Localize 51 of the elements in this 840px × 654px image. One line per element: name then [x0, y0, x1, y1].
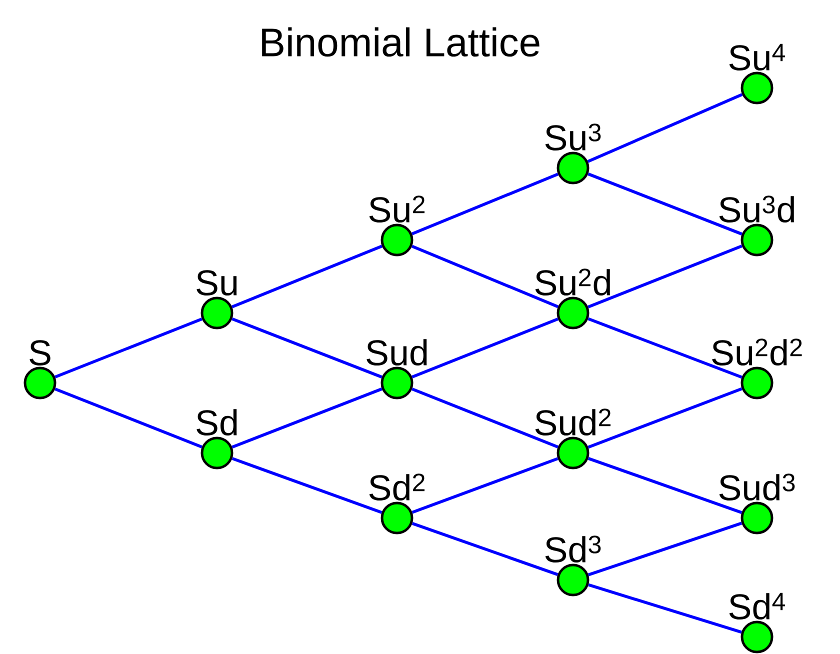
- lattice-line: [588, 457, 742, 514]
- lattice-line: [588, 172, 742, 236]
- lattice-line: [587, 93, 743, 163]
- lattice-line: [588, 583, 742, 634]
- lattice-line: [412, 522, 558, 576]
- node-label: Su$^{3}$d: [719, 196, 794, 223]
- node-label: S: [30, 340, 50, 366]
- lattice-line: [588, 244, 742, 308]
- lattice-line: [54, 388, 202, 448]
- lattice-node: S: [24, 340, 56, 400]
- node-label: Sud: [366, 339, 427, 366]
- lattice-line: [412, 318, 558, 378]
- node-label: Sd$^{3}$: [545, 536, 601, 563]
- lattice-line: [412, 388, 558, 448]
- lattice-node: Sud$^{2}$: [535, 408, 611, 470]
- title: Binomial Lattice: [262, 27, 540, 57]
- lattice-node: Su$^{3}$d: [719, 196, 794, 256]
- lattice-line: [232, 317, 382, 378]
- lattice-node: Su$^{2}$d$^{2}$: [712, 338, 802, 400]
- lattice-node: Sd$^{4}$: [729, 592, 786, 654]
- lattice-line: [232, 457, 382, 514]
- lattice-line: [411, 244, 559, 308]
- lattice-line: [588, 387, 742, 449]
- lattice-node: Sd$^{2}$: [369, 474, 425, 534]
- lattice-node: Sd$^{3}$: [545, 536, 601, 596]
- node-label: Sud$^{2}$: [535, 408, 611, 436]
- lattice-node: Sd: [196, 409, 237, 470]
- lattice-line: [588, 522, 742, 576]
- lattice-node: Su: [196, 270, 237, 330]
- node-label: Su: [196, 270, 237, 296]
- lattice-line: [588, 317, 742, 379]
- lattice-node: Su$^{3}$: [545, 124, 601, 184]
- lattice-line: [54, 318, 202, 378]
- node-label: Su$^{2}$: [369, 196, 425, 223]
- lattice-node: Sud: [366, 339, 427, 400]
- lattice-node: Su$^{4}$: [729, 44, 786, 104]
- lattice-line: [412, 457, 558, 514]
- node-label: Su$^{3}$: [545, 124, 601, 151]
- node-label: Su$^{2}$d$^{2}$: [712, 338, 802, 366]
- node-label: Su$^{2}$d: [535, 268, 610, 296]
- lattice-node: Su$^{2}$d: [535, 268, 610, 330]
- lattice-node: Su$^{2}$: [369, 196, 425, 256]
- lattice-node: Sud$^{3}$: [719, 474, 795, 534]
- lattice-line: [232, 244, 383, 308]
- node-label: Sd$^{4}$: [729, 592, 786, 620]
- node-label: Sud$^{3}$: [719, 474, 795, 501]
- lattice-line: [232, 388, 382, 448]
- node-label: Sd$^{2}$: [369, 474, 425, 501]
- node-label: Sd: [196, 409, 237, 436]
- node-label: Su$^{4}$: [729, 44, 786, 71]
- lattice-line: [411, 172, 559, 236]
